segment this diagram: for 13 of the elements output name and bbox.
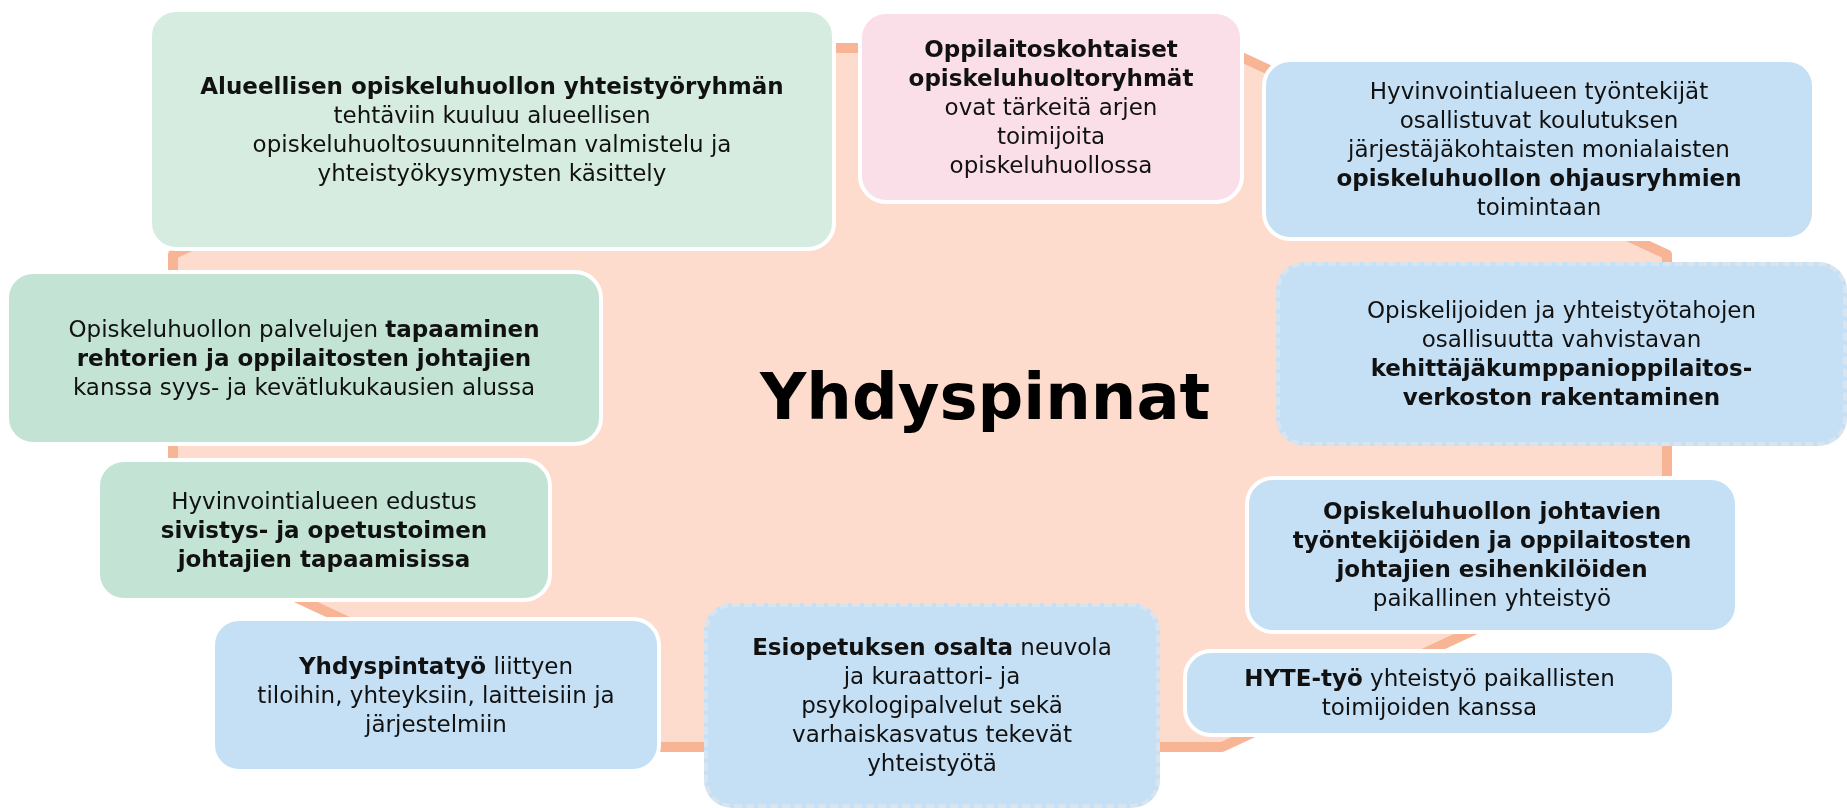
card-text: Opiskeluhuollon palvelujen tapaaminen rehtorien ja oppilaitosten johtajien kanssa syys- ja kevätlukukausien alussa	[67, 314, 541, 402]
card-text: Oppilaitoskohtaiset opiskeluhuoltoryhmät ovat tärkeitä arjen toimijoita opiskeluhuollossa	[907, 34, 1195, 180]
info-card	[704, 603, 1160, 808]
card-text: Hyvinvointialueen työntekijät osallistuvat koulutuksen järjestäjäkohtaisten monialaisten opiskeluhuollon ohjausryhmien toimintaan	[1335, 77, 1743, 222]
center-label: Yhdyspinnat	[760, 360, 1211, 434]
card-text: Hyvinvointialueen edustus sivistys- ja opetustoimen johtajien tapaamisissa	[159, 486, 489, 574]
card-text: Opiskeluhuollon johtavien työntekijöiden ja oppilaitosten johtajien esihenkilöiden paikallinen yhteistyö	[1291, 497, 1693, 613]
card-text: Esiopetuksen osalta neuvola ja kuraattori- ja psykologipalvelut sekä varhaiskasvatus tekevät yhteistyötä	[751, 633, 1113, 778]
info-card	[1276, 262, 1847, 446]
card-text: Alueellisen opiskeluhuollon yhteistyöryhmän tehtäviin kuuluu alueellisen opiskeluhuoltosuunnitelman valmistelu ja yhteistyökysymysten käsittely	[199, 71, 785, 188]
card-text: Opiskelijoiden ja yhteistyötahojen osallisuutta vahvistavan kehittäjäkumppanioppilaitos-verkoston rakentaminen	[1365, 296, 1758, 412]
card-text: Yhdyspintatyö liittyen tiloihin, yhteyksiin, laitteisiin ja järjestelmiin	[256, 651, 616, 739]
card-text: HYTE-työ yhteistyö paikallisten toimijoiden kanssa	[1243, 664, 1616, 722]
